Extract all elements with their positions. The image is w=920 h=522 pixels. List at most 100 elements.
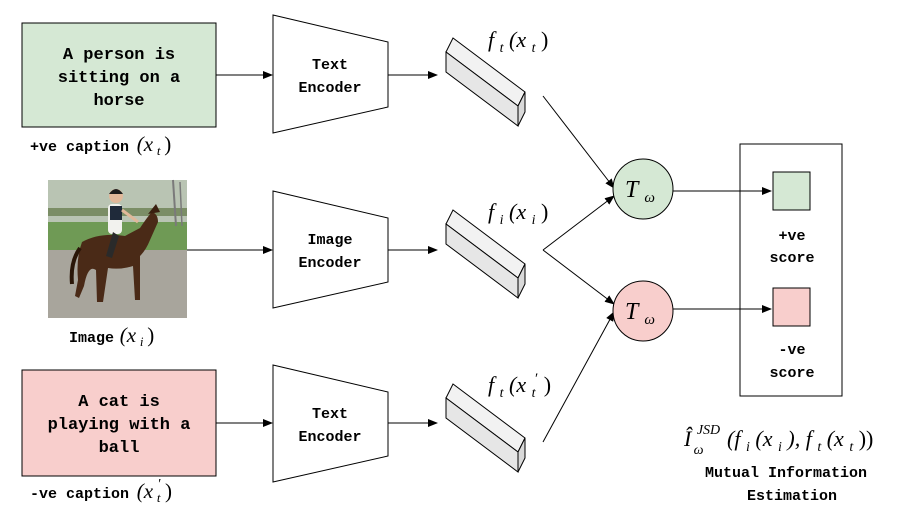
feature-label-top-fsub: t (500, 41, 505, 56)
text-encoder-bottom-line-2: Encoder (298, 429, 361, 446)
feature-label-middle: f i (x i ) (488, 199, 548, 229)
feature-label-top-f: f (488, 27, 497, 52)
positive-caption-line-3: horse (93, 92, 144, 111)
negative-caption-label-text: -ve caption (30, 486, 129, 503)
negative-caption-line-3: ball (99, 439, 140, 458)
positive-caption-label: +ve caption (x t ) (30, 132, 171, 159)
critic-negative: T ω (612, 280, 674, 342)
arrow-image-feature-to-negative-critic (542, 249, 615, 305)
feature-vector-image (445, 209, 526, 299)
negative-score-line-2: score (769, 365, 814, 382)
estimator-end: )) (859, 426, 874, 451)
negative-caption-line-2: playing with a (48, 416, 191, 435)
text-encoder-top: Text Encoder (272, 14, 389, 134)
text-encoder-bottom-line-1: Text (312, 406, 348, 423)
negative-caption-label-prime: ′ (158, 477, 161, 492)
feature-label-bottom-open: (x (509, 372, 526, 397)
critic-positive-symbol: T (625, 177, 640, 203)
feature-vector-text-bottom (445, 383, 526, 473)
image-label-close: ) (147, 323, 154, 347)
estimator-caption-line-1: Mutual Information (705, 465, 867, 482)
estimator-arg2sub2: t (849, 440, 854, 455)
estimator-mid: ), f (785, 426, 814, 451)
critic-negative-symbol: T (625, 299, 640, 325)
negative-score-swatch (772, 287, 811, 327)
feature-label-middle-f: f (488, 199, 497, 224)
estimator-args: (f (727, 426, 743, 451)
text-encoder-bottom: Text Encoder (272, 364, 389, 483)
arrow-negative-text-feature-to-negative-critic (542, 311, 615, 443)
feature-label-middle-close: ) (541, 199, 548, 224)
svg-text:T ω: T ω (625, 299, 655, 328)
svg-text:f t (x t: f t (x t ) (488, 27, 548, 57)
negative-caption-label-var: (x (137, 479, 154, 503)
critic-positive-sub: ω (644, 190, 655, 206)
text-encoder-top-line-1: Text (312, 57, 348, 74)
score-container (739, 143, 843, 397)
feature-label-bottom-f: f (488, 372, 497, 397)
feature-label-top-close: ) (541, 27, 548, 52)
positive-score-swatch (772, 171, 811, 211)
mi-estimator-formula: Î JSD ω (f i (x i ), f t (x t )) Mutual … (683, 414, 873, 505)
negative-caption-label-sub: t (157, 490, 161, 505)
image-label-text: Image (69, 330, 114, 347)
estimator-arg2sub: t (817, 440, 822, 455)
positive-caption-label-close: ) (164, 132, 171, 156)
estimator-hat: Î (683, 426, 693, 451)
feature-label-top: f t (x t ) (488, 27, 548, 57)
estimator-caption-line-2: Estimation (747, 488, 837, 505)
feature-label-bottom-prime: ′ (535, 371, 538, 387)
negative-score: -ve score (769, 287, 815, 382)
positive-caption-label-sub: t (157, 143, 161, 158)
svg-text:f t (x t: f t (x t ′ ) (488, 363, 551, 402)
feature-label-top-open: (x (509, 27, 526, 52)
svg-text:Î JSD ω (f: Î JSD ω (f i (x i ), f t (x t )) (683, 414, 873, 459)
arrow-image-feature-to-positive-critic (542, 195, 615, 251)
estimator-sup: JSD (697, 423, 720, 438)
negative-caption-line-1: A cat is (78, 393, 160, 412)
critic-positive: T ω (612, 158, 674, 220)
feature-label-bottom-sub: t (532, 386, 537, 401)
arrow-text-feature-to-positive-critic (542, 95, 615, 189)
positive-score-line-2: score (769, 250, 814, 267)
negative-score-line-1: -ve (778, 342, 805, 359)
feature-label-middle-sub: i (532, 213, 536, 228)
feature-label-top-sub: t (532, 41, 537, 56)
estimator-arg1sub2: i (778, 440, 782, 455)
positive-score-line-1: +ve (778, 228, 805, 245)
image-encoder-line-2: Encoder (298, 255, 361, 272)
feature-label-bottom-close: ) (544, 372, 551, 397)
image-encoder: Image Encoder (272, 190, 389, 309)
svg-text:T ω: T ω (625, 177, 655, 206)
estimator-arg1: (x (755, 426, 772, 451)
feature-label-bottom-fsub: t (500, 386, 505, 401)
image-label-sub: i (140, 334, 144, 349)
negative-caption: A cat is playing with a ball (21, 369, 217, 477)
feature-label-bottom: f t (x t ′ ) (488, 363, 551, 402)
positive-caption-line-2: sitting on a (58, 69, 180, 88)
svg-text:+ve caption (x t: +ve caption (x t ) (30, 132, 171, 159)
estimator-arg2: (x (827, 426, 844, 451)
positive-caption-label-var: (x (137, 132, 154, 156)
positive-score: +ve score (769, 171, 815, 267)
image-label-var: (x (120, 323, 137, 347)
negative-caption-label: -ve caption (x t ′ ) (30, 476, 172, 506)
svg-text:-ve caption (x t: -ve caption (x t ′ ) (30, 476, 172, 506)
feature-vector-text-top (445, 37, 526, 127)
feature-label-middle-fsub: i (500, 213, 504, 228)
positive-caption-line-1: A person is (63, 46, 175, 65)
critic-negative-sub: ω (644, 312, 655, 328)
positive-caption-label-text: +ve caption (30, 139, 129, 156)
svg-text:f i (x i: f i (x i ) (488, 199, 548, 229)
image-label: Image (x i ) (69, 323, 154, 350)
feature-label-middle-open: (x (509, 199, 526, 224)
image-encoder-line-1: Image (307, 232, 352, 249)
text-encoder-top-line-2: Encoder (298, 80, 361, 97)
positive-caption: A person is sitting on a horse (21, 22, 217, 128)
estimator-arg1sub: i (746, 440, 750, 455)
negative-caption-label-close: ) (165, 479, 172, 503)
horse-rider-image (48, 179, 187, 318)
svg-text:Image (x i ): Image (x i ) (69, 323, 154, 350)
estimator-sub: ω (694, 443, 704, 458)
